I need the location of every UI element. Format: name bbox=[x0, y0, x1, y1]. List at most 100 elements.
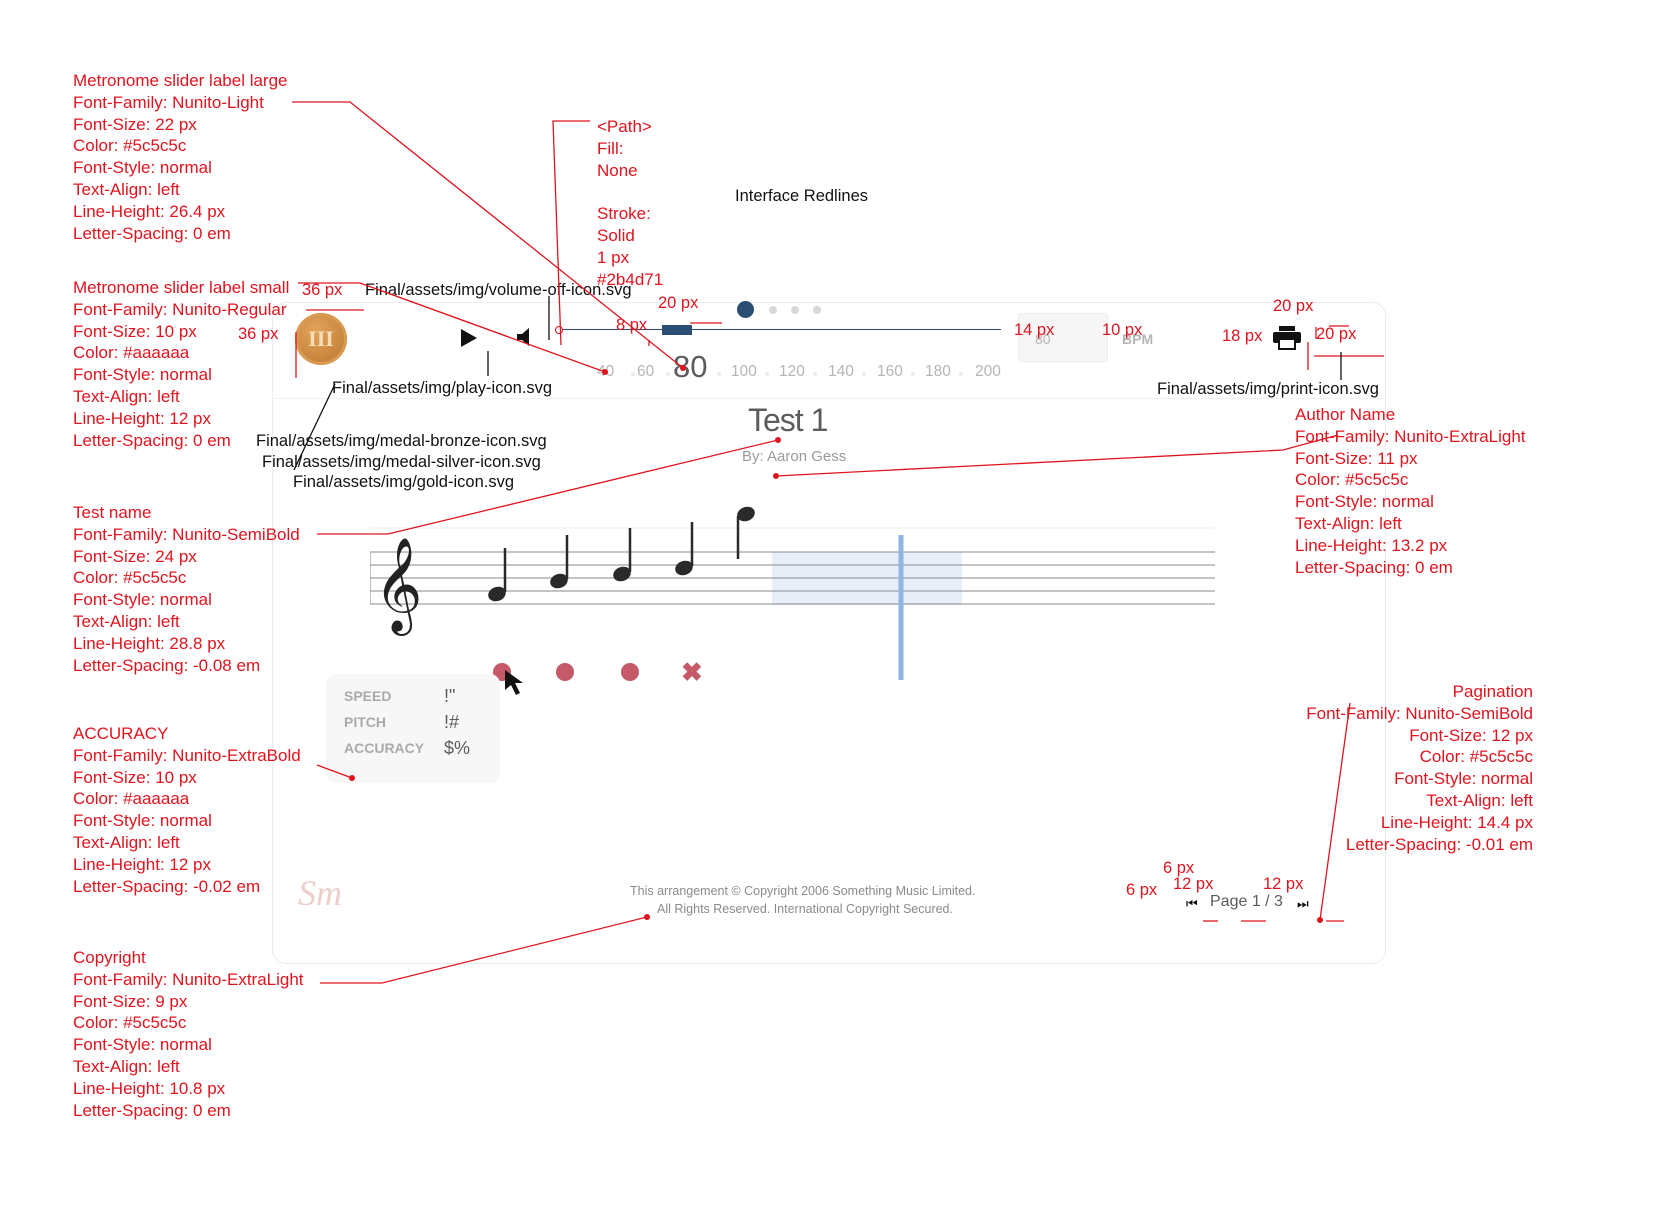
annotation-line: Font-Size: 11 px bbox=[1295, 448, 1418, 468]
note-mark bbox=[556, 663, 574, 681]
dim-medal-height: 36 px bbox=[238, 325, 279, 343]
annotation-line: Color: #5c5c5c bbox=[73, 136, 187, 156]
annotation-line: Text-Align: left bbox=[73, 386, 180, 406]
annotation-line: Text-Align: left bbox=[73, 832, 180, 852]
dim-bpm-gap: 10 px bbox=[1102, 321, 1143, 339]
dim-medal-width: 36 px bbox=[302, 281, 343, 299]
annotation-line: Fill: bbox=[597, 138, 624, 158]
annotation-line: Font-Style: normal bbox=[73, 1035, 212, 1055]
author-name: By: Aaron Gess bbox=[742, 448, 847, 465]
note-mark bbox=[621, 663, 639, 681]
wrong-note-icon: ✖ bbox=[681, 657, 703, 687]
annotation-line: Font-Size: 10 px bbox=[73, 321, 197, 341]
metronome-slider-track[interactable] bbox=[559, 329, 1001, 330]
tick-separator bbox=[911, 372, 915, 376]
metronome-tick-label: 100 bbox=[731, 363, 757, 380]
annotation-line: Font-Size: 10 px bbox=[73, 767, 197, 787]
annotation-line: Author Name bbox=[1295, 405, 1396, 424]
print-icon[interactable] bbox=[1273, 326, 1301, 350]
annotation-line: Font-Size: 9 px bbox=[73, 991, 188, 1011]
stat-label-accuracy: ACCURACY bbox=[344, 740, 425, 756]
metronome-slider-thumb[interactable] bbox=[662, 325, 692, 335]
annotation-line: Font-Style: normal bbox=[1295, 492, 1434, 512]
annotation-line: Test name bbox=[73, 503, 152, 522]
first-page-icon[interactable]: ⏮ bbox=[1186, 896, 1198, 911]
page-dot-active[interactable] bbox=[737, 301, 754, 318]
annotation-line: Line-Height: 12 px bbox=[73, 854, 211, 874]
bpm-input[interactable] bbox=[1018, 313, 1108, 362]
medal-bronze-asset-label: Final/assets/img/medal-bronze-icon.svg bbox=[256, 432, 547, 450]
annotation-line: Line-Height: 28.8 px bbox=[73, 633, 226, 653]
tick-separator bbox=[717, 372, 721, 376]
annotation-line: Font-Family: Nunito-SemiBold bbox=[73, 524, 300, 544]
annotation-line: Metronome slider label small bbox=[73, 278, 290, 297]
annotation-line: Color: #5c5c5c bbox=[1295, 470, 1409, 490]
annotation-line: Letter-Spacing: 0 em bbox=[73, 430, 231, 450]
print-asset-label: Final/assets/img/print-icon.svg bbox=[1157, 380, 1379, 398]
page-dot[interactable] bbox=[813, 306, 821, 314]
slider-start-handle[interactable] bbox=[555, 326, 563, 334]
annotation-line: Letter-Spacing: -0.02 em bbox=[73, 876, 261, 896]
annotation-line: Pagination bbox=[1452, 682, 1533, 701]
pagination-label: Page 1 / 3 bbox=[1210, 893, 1283, 910]
annotation-line: Line-Height: 12 px bbox=[73, 408, 211, 428]
page-title: Interface Redlines bbox=[735, 187, 868, 205]
tick-separator bbox=[959, 372, 963, 376]
annotation-line: Line-Height: 10.8 px bbox=[73, 1078, 226, 1098]
annotation-line: Font-Style: normal bbox=[73, 158, 212, 178]
annotation-line: ACCURACY bbox=[73, 724, 169, 743]
annotation-line: Font-Family: Nunito-Regular bbox=[73, 299, 287, 319]
annotation-line: <Path> bbox=[597, 117, 652, 136]
dim-input-gap: 14 px bbox=[1014, 321, 1055, 339]
page-dot[interactable] bbox=[791, 306, 799, 314]
svg-text:𝄞: 𝄞 bbox=[374, 537, 422, 636]
play-icon[interactable] bbox=[459, 327, 479, 349]
dim-page-a: 6 px bbox=[1163, 859, 1195, 877]
medal-bronze-icon: III bbox=[295, 313, 347, 365]
bpm-input-value: 80 bbox=[1035, 331, 1051, 347]
annotation-line: Line-Height: 26.4 px bbox=[73, 201, 226, 221]
dim-thumb-width: 20 px bbox=[658, 294, 699, 312]
annotation-line: 1 px bbox=[597, 247, 630, 267]
annotation-line: Letter-Spacing: 0 em bbox=[1295, 557, 1453, 577]
stat-value-speed: !" bbox=[444, 686, 456, 706]
music-staff: 𝄞 bbox=[370, 506, 1215, 680]
copyright-line-2: All Rights Reserved. International Copyr… bbox=[657, 902, 953, 916]
annotation-line: Letter-Spacing: -0.08 em bbox=[73, 655, 261, 675]
tick-separator bbox=[631, 372, 635, 376]
annotation-line: Color: #5c5c5c bbox=[73, 568, 187, 588]
copyright-line-1: This arrangement © Copyright 2006 Someth… bbox=[630, 884, 976, 898]
annotation-line: Text-Align: left bbox=[73, 611, 180, 631]
bpm-unit-label: BPM bbox=[1122, 331, 1154, 347]
tick-separator bbox=[813, 372, 817, 376]
metronome-tick-label: 60 bbox=[637, 363, 655, 380]
stat-value-accuracy: $% bbox=[444, 738, 471, 758]
annotation-line: Text-Align: left bbox=[1295, 513, 1402, 533]
annotation-line: Font-Style: normal bbox=[73, 590, 212, 610]
tick-separator bbox=[666, 372, 670, 376]
annotation-line: Line-Height: 14.4 px bbox=[1380, 812, 1533, 832]
cursor-arrow-icon bbox=[505, 670, 523, 695]
volume-off-icon[interactable] bbox=[515, 326, 535, 348]
last-page-icon[interactable]: ⏭ bbox=[1297, 896, 1309, 911]
medal-label: III bbox=[308, 326, 334, 351]
brand-logo: Sm bbox=[298, 873, 342, 913]
annotation-line: Font-Family: Nunito-SemiBold bbox=[1306, 703, 1533, 723]
annotation-line: Color: #aaaaaa bbox=[73, 343, 190, 363]
metronome-value-large: 80 bbox=[673, 349, 708, 384]
annotation-line: Font-Family: Nunito-ExtraLight bbox=[73, 969, 304, 989]
annotation-line: None bbox=[597, 160, 638, 180]
annotation-line: Text-Align: left bbox=[73, 179, 180, 199]
annotation-line: Font-Style: normal bbox=[73, 811, 212, 831]
annotation-line: Text-Align: left bbox=[73, 1056, 180, 1076]
annotation-line: Letter-Spacing: 0 em bbox=[73, 223, 231, 243]
sheet-panel bbox=[272, 302, 1386, 964]
page-dot[interactable] bbox=[769, 306, 777, 314]
annotation-line: Color: #5c5c5c bbox=[1419, 747, 1533, 767]
annotation-line: Font-Size: 22 px bbox=[73, 114, 197, 134]
annotation-line: Font-Style: normal bbox=[1394, 769, 1533, 789]
